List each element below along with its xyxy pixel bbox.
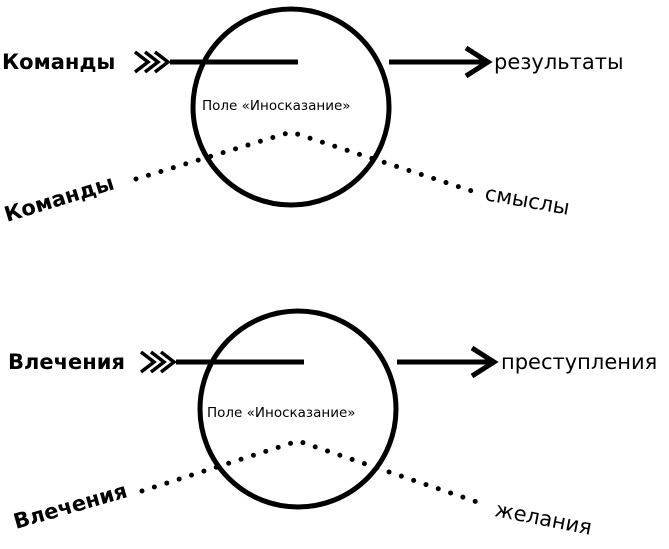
field-label: Поле «Иносказание» (207, 405, 356, 421)
field-label: Поле «Иносказание» (202, 98, 351, 114)
arrow-feather-icon (133, 50, 171, 74)
arrow-head-icon (470, 345, 499, 379)
dotted-path (139, 438, 489, 508)
output-label: результаты (494, 50, 624, 74)
input-label: Влечения (8, 350, 125, 374)
input-label: Команды (2, 50, 115, 74)
arrow-head-icon (464, 45, 493, 79)
diagram-drives: Влечения Поле «Иносказание» преступления… (8, 308, 657, 540)
dotted-path (133, 129, 481, 196)
field-circle (190, 6, 392, 208)
lower-output-label: желания (493, 497, 594, 539)
lower-output-label: смыслы (483, 181, 571, 219)
arrow-feather-icon (139, 350, 177, 374)
output-label: преступления (501, 350, 657, 374)
lower-input-label: Команды (1, 171, 116, 227)
diagram-commands: Команды Поле «Иносказание» результаты Ко… (1, 6, 624, 227)
field-circle (197, 308, 399, 510)
lower-input-label: Влечения (11, 478, 130, 533)
